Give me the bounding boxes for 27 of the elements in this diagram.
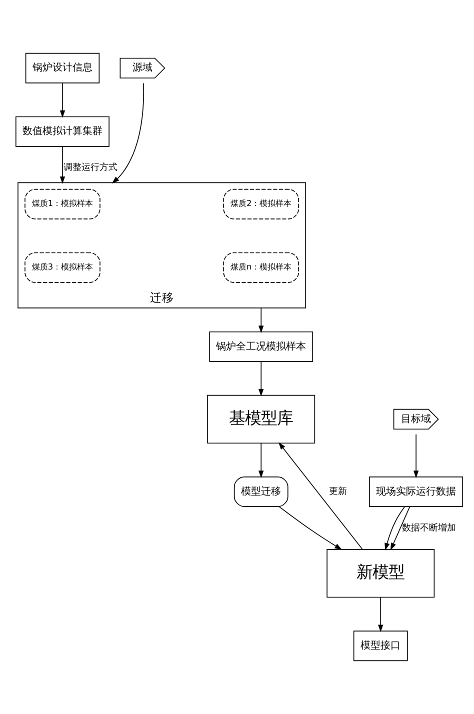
node-box: 模型迁移 — [234, 476, 288, 507]
edge-label: 调整运行方式 — [64, 163, 118, 174]
arrow — [258, 308, 264, 333]
arrow — [258, 442, 264, 478]
arrow — [378, 596, 384, 632]
arrow — [278, 442, 363, 550]
edge-label: 数据不断增加 — [402, 523, 456, 534]
arrow — [60, 146, 66, 184]
arrow — [390, 506, 410, 550]
node-box: 锅炉全工况模拟样本 — [209, 331, 314, 362]
arrow — [278, 506, 342, 550]
arrow — [60, 82, 66, 118]
node-box: 模型接口 — [353, 630, 408, 662]
node-box: 煤质n：模拟样本 — [223, 252, 300, 283]
node-box: 煤质2：模拟样本 — [223, 188, 300, 220]
node-box: 新模型 — [326, 549, 435, 598]
node-box: 数值模拟计算集群 — [16, 116, 110, 147]
arrow — [413, 434, 419, 478]
arrow — [384, 506, 405, 550]
node-box: 煤质1：模拟样本 — [24, 188, 100, 220]
node-box: 基模型库 — [207, 394, 316, 444]
arrow — [112, 82, 144, 184]
node-box: 锅炉设计信息 — [25, 52, 100, 84]
node-box: 煤质3：模拟样本 — [24, 252, 100, 283]
node-box: 现场实际运行数据 — [369, 476, 464, 507]
arrow — [258, 361, 264, 396]
edge-label: 更新 — [329, 487, 348, 498]
